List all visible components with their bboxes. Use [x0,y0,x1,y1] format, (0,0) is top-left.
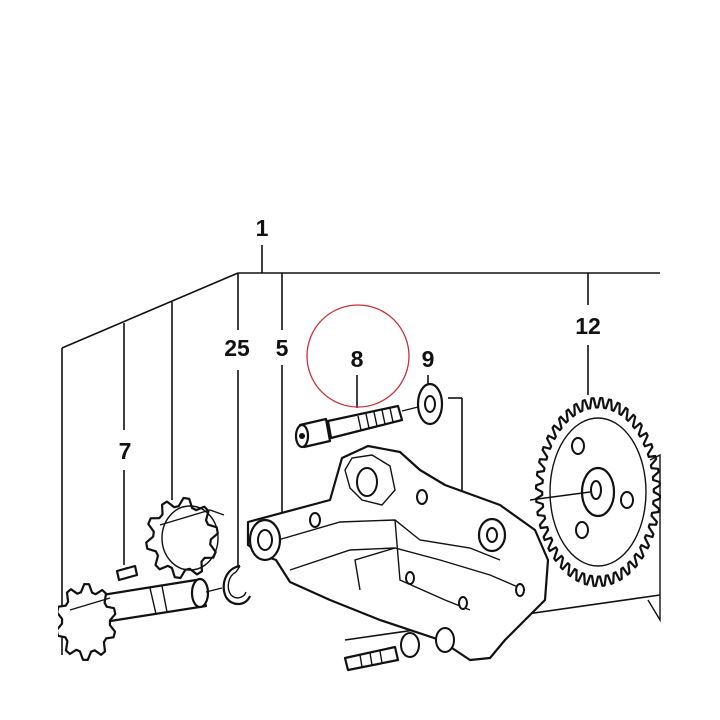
drive-shaft[interactable] [94,577,223,624]
small-gear-lower[interactable] [55,583,117,661]
washer-part-9[interactable] [401,382,444,426]
callout-9: 9 [422,346,435,372]
callout-8: 8 [351,346,364,372]
pin-part-7[interactable] [115,564,139,582]
small-gear-upper[interactable] [145,496,225,580]
oil-pump-housing-part-5[interactable] [246,444,550,662]
lower-bolt [343,645,400,672]
callout-12: 12 [575,313,601,339]
callout-5: 5 [276,335,289,361]
callout-1: 1 [256,215,269,241]
bolt-part-8[interactable] [294,404,404,449]
edge-mask [0,580,58,720]
callout-25: 25 [224,335,250,361]
highlight-circle[interactable] [306,304,410,408]
circlip-part-25[interactable] [222,564,252,606]
sprocket-part-12[interactable] [529,397,662,623]
callout-7: 7 [119,438,132,464]
